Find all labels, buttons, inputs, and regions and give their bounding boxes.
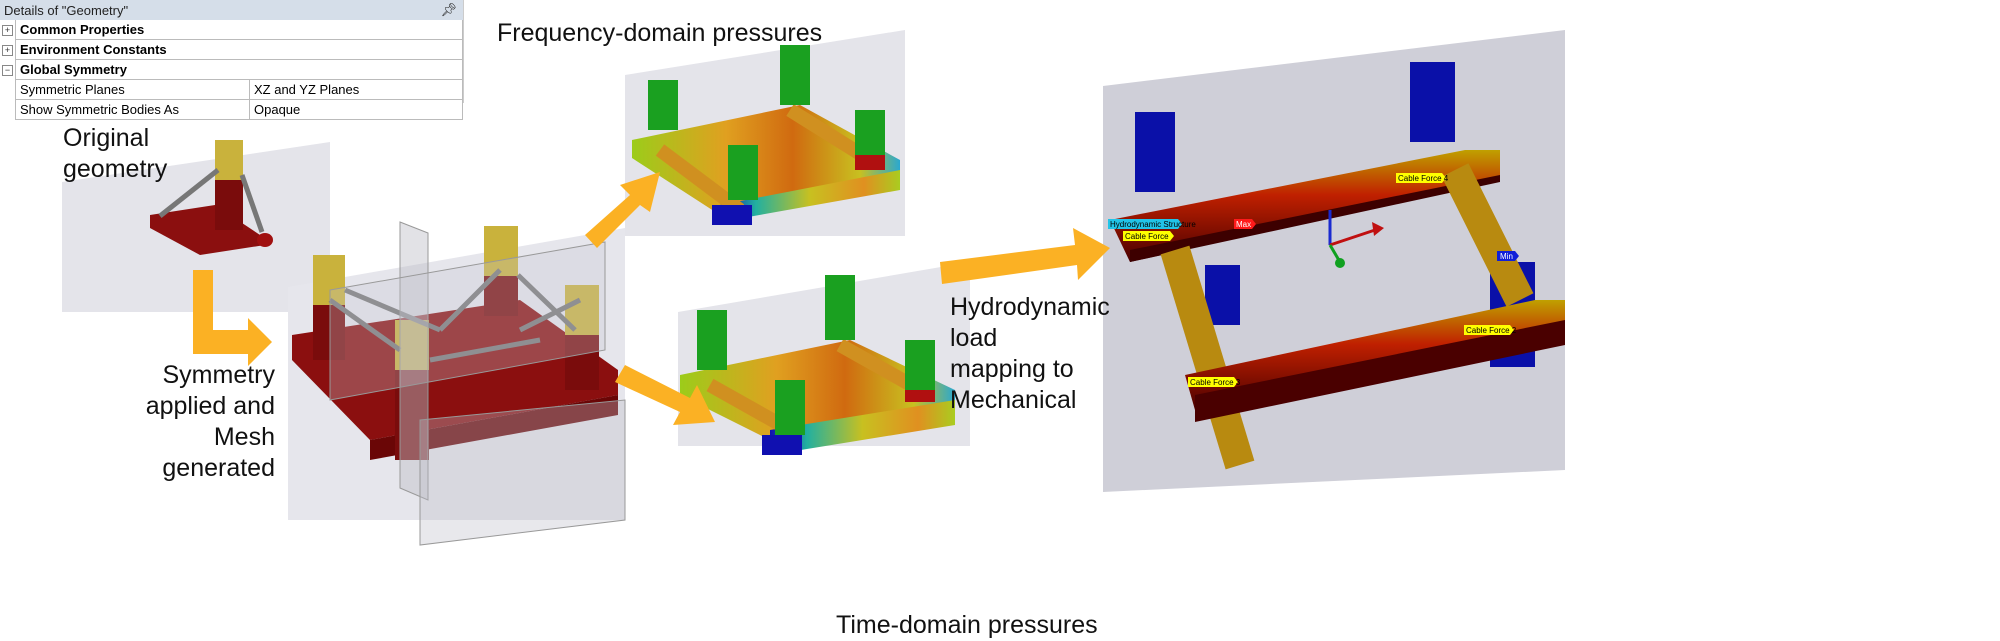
svg-text:Cable Force 4: Cable Force 4 (1398, 174, 1449, 183)
group-global-symmetry[interactable]: −Global Symmetry (0, 60, 463, 80)
tag-cable-force-4: Cable Force 4 (1396, 173, 1449, 183)
label-symmetry: Symmetry applied and Mesh generated (145, 361, 275, 482)
property-key: Symmetric Planes (15, 80, 250, 100)
label-original-geometry: Original geometry (63, 124, 168, 183)
details-panel: Details of "Geometry" 📌︎ +Common Propert… (0, 0, 464, 120)
group-common-properties[interactable]: +Common Properties (0, 20, 463, 40)
svg-text:Hydrodynamic Structure: Hydrodynamic Structure (1110, 220, 1196, 229)
pin-icon[interactable]: 📌︎ (440, 2, 457, 17)
details-header: Details of "Geometry" 📌︎ (0, 0, 463, 20)
tag-min: Min (1497, 251, 1519, 261)
tag-hydrodynamic-structure: Hydrodynamic Structure (1108, 219, 1196, 229)
property-value[interactable]: Opaque (250, 100, 463, 120)
frequency-pressure-model (632, 45, 900, 225)
svg-text:Cable Force 2: Cable Force 2 (1466, 326, 1517, 335)
tag-cable-force-3: Cable Force 3 (1188, 377, 1241, 387)
svg-text:Min: Min (1500, 252, 1513, 261)
svg-text:Max: Max (1236, 220, 1251, 229)
original-geometry-model (150, 140, 273, 255)
label-mapping: Hydrodynamic load mapping to Mechanical (950, 293, 1110, 414)
arrow-to-mechanical (940, 228, 1110, 284)
collapse-icon[interactable]: − (2, 64, 13, 76)
label-frequency: Frequency-domain pressures (497, 19, 823, 47)
tag-cable-force: Cable Force (1123, 231, 1174, 241)
property-value[interactable]: XZ and YZ Planes (250, 80, 463, 100)
symmetry-mesh-model (292, 221, 626, 546)
group-environment-constants[interactable]: +Environment Constants (0, 40, 463, 60)
svg-text:Cable Force 3: Cable Force 3 (1190, 378, 1241, 387)
label-time: Time-domain pressures (836, 611, 1098, 639)
tag-cable-force-2: Cable Force 2 (1464, 325, 1517, 335)
expand-icon[interactable]: + (2, 44, 13, 56)
svg-text:Cable Force: Cable Force (1125, 232, 1169, 241)
arrow-original-to-symmetry (193, 270, 272, 366)
property-key: Show Symmetric Bodies As (15, 100, 250, 120)
arrow-to-frequency (585, 172, 660, 248)
details-title: Details of "Geometry" (4, 2, 129, 18)
tag-max: Max (1234, 219, 1256, 229)
expand-icon[interactable]: + (2, 24, 13, 36)
time-pressure-model (680, 275, 955, 455)
arrow-to-time (615, 365, 715, 425)
